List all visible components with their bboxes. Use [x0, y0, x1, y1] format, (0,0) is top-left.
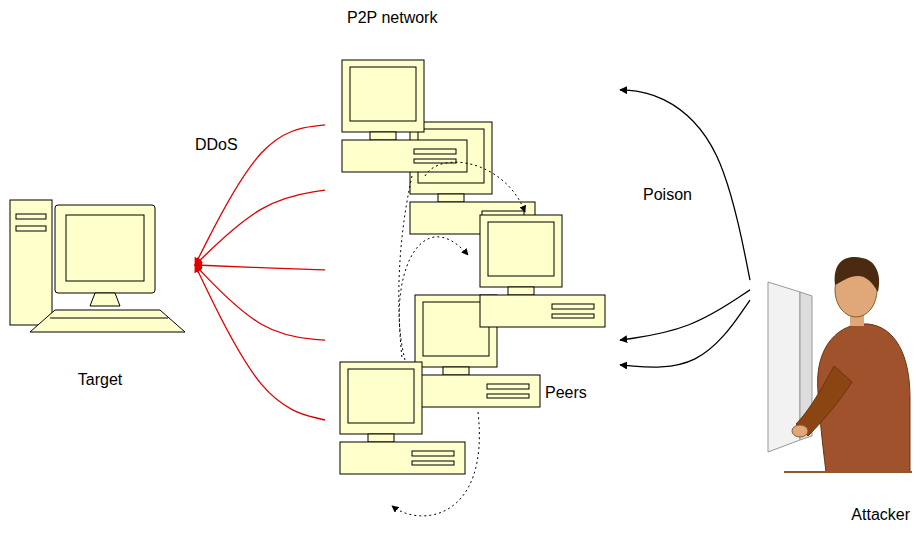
- poison-arrow: [620, 90, 750, 280]
- target-computer: Target: [5, 195, 195, 395]
- attacker-figure: Attacker: [750, 240, 918, 530]
- peer-computer: [340, 362, 465, 474]
- peer-computer: [480, 215, 605, 327]
- peer-computer: [342, 60, 467, 172]
- node-label: Attacker: [851, 505, 910, 524]
- node-label: P2P network: [347, 8, 437, 27]
- attacker-figure-icon: [768, 257, 912, 472]
- ddos-arrow: [195, 265, 325, 340]
- peer-links: [392, 162, 525, 516]
- poison-arrow: [620, 300, 750, 367]
- node-label: Peers: [545, 383, 587, 402]
- edge-label: DDoS: [192, 134, 241, 155]
- ddos-arrow: [195, 265, 325, 270]
- peer-group: P2P networkPeers: [325, 0, 620, 525]
- node-label: Target: [78, 370, 122, 389]
- peer-computers: [340, 60, 605, 474]
- ddos-arrow: [195, 265, 325, 420]
- poison-arrow: [620, 290, 750, 340]
- edge-label: Poison: [640, 184, 695, 205]
- ddos-arrow: [195, 190, 325, 265]
- target-computer-icon: [10, 200, 185, 332]
